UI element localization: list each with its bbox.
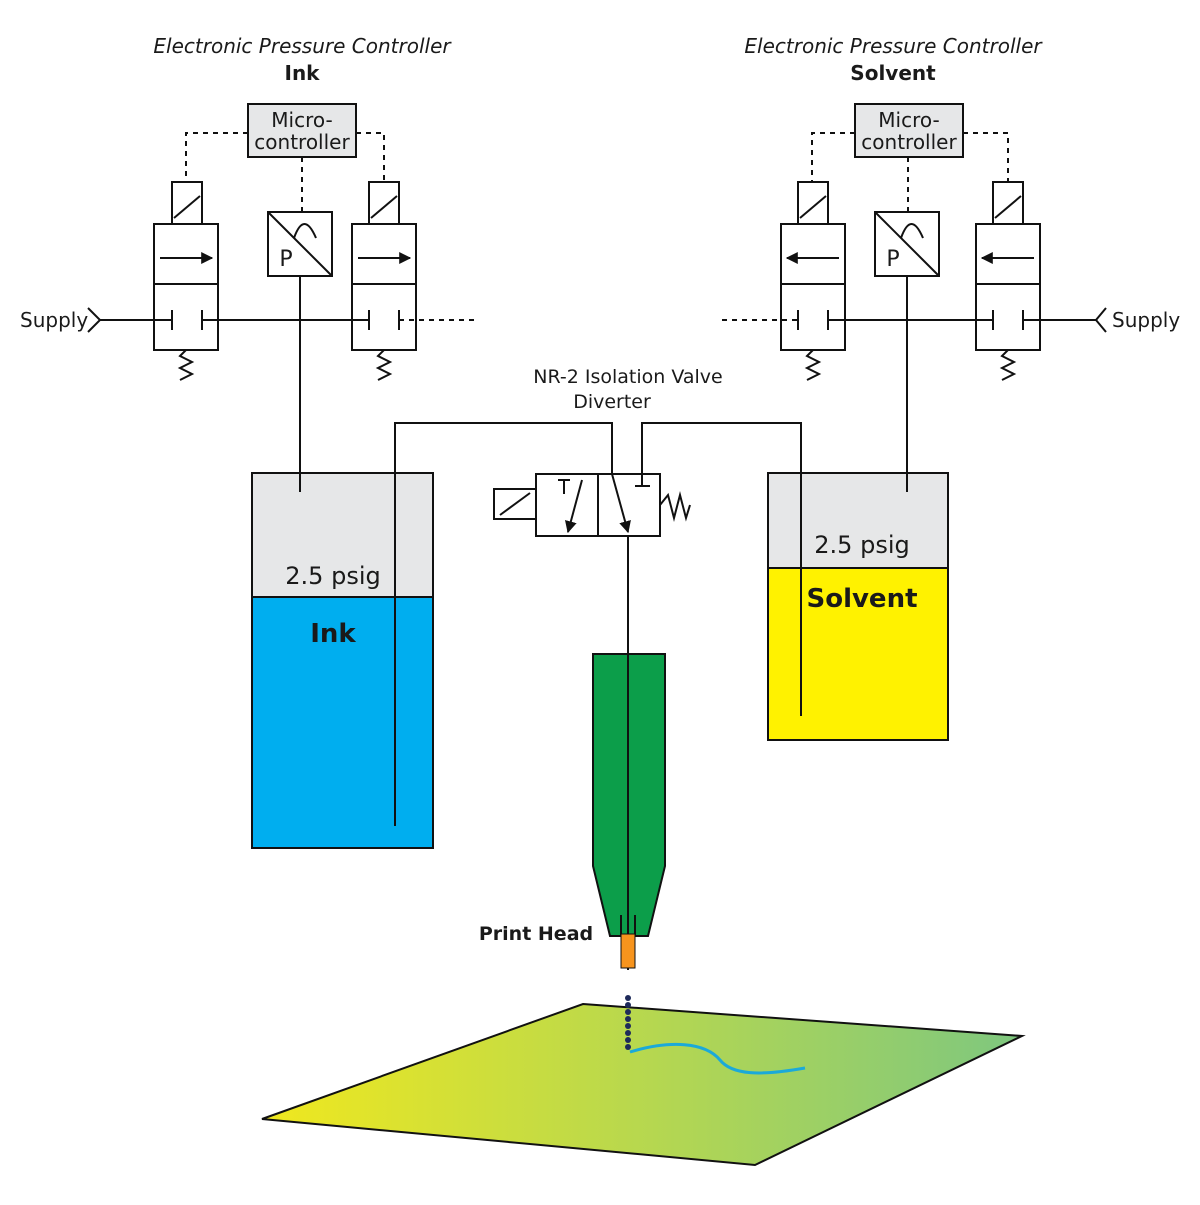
solvent-pressure-controller: Electronic Pressure Controller Solvent M…	[722, 34, 1180, 492]
ink-tank: 2.5 psig Ink	[251, 472, 434, 849]
solvent-signal-line-right	[963, 132, 1009, 182]
ink-controller-title: Electronic Pressure Controller	[153, 34, 452, 58]
solvent-headspace	[768, 473, 948, 568]
ink-sensor-label: P	[279, 247, 292, 272]
ink-exhaust-valve	[351, 181, 417, 381]
solvent-signal-line-left	[811, 132, 855, 182]
solvent-exhaust-valve	[780, 181, 846, 381]
isolation-valve-diverter: NR-2 Isolation Valve Diverter	[394, 366, 802, 826]
ink-headspace	[252, 473, 433, 597]
ink-tank-label: Ink	[310, 619, 356, 649]
ink-liquid	[252, 597, 433, 848]
solvent-supply-label: Supply	[1112, 308, 1180, 332]
print-head: Print Head	[479, 653, 666, 1050]
printed-line	[629, 1043, 806, 1075]
ink-signal-line-right	[356, 132, 385, 182]
ink-signal-line-left	[185, 132, 248, 182]
solvent-micro-label-2: controller	[861, 130, 957, 154]
ink-micro-label-2: controller	[254, 130, 350, 154]
ink-supply-connector	[87, 307, 102, 333]
solvent-supply-connector	[1094, 307, 1107, 333]
print-head-label: Print Head	[479, 923, 593, 945]
diverter-label-1: NR-2 Isolation Valve	[533, 366, 723, 388]
solvent-tank: 2.5 psig Solvent	[767, 472, 949, 741]
ink-pressure-sensor: P	[267, 211, 333, 277]
ink-micro-label-1: Micro-	[271, 108, 332, 132]
ink-tank-pressure: 2.5 psig	[285, 562, 380, 590]
solvent-tank-label: Solvent	[806, 584, 917, 614]
ink-droplets	[625, 995, 631, 1050]
print-substrate	[261, 1002, 1026, 1167]
ink-pressure-controller: Electronic Pressure Controller Ink Micro…	[20, 34, 478, 492]
ink-controller-subtitle: Ink	[285, 61, 321, 85]
solvent-liquid	[768, 568, 948, 740]
solvent-supply-valve	[975, 181, 1041, 381]
solvent-sensor-label: P	[886, 247, 899, 272]
solvent-micro-label-1: Micro-	[878, 108, 939, 132]
diverter-label-2: Diverter	[573, 391, 651, 413]
solvent-tank-pressure: 2.5 psig	[814, 531, 909, 559]
solvent-controller-subtitle: Solvent	[850, 61, 936, 85]
ink-supply-label: Supply	[20, 308, 88, 332]
solvent-pressure-sensor: P	[874, 211, 940, 277]
solvent-controller-title: Electronic Pressure Controller	[744, 34, 1043, 58]
ink-supply-valve	[153, 181, 219, 381]
print-head-nozzle	[620, 933, 636, 969]
